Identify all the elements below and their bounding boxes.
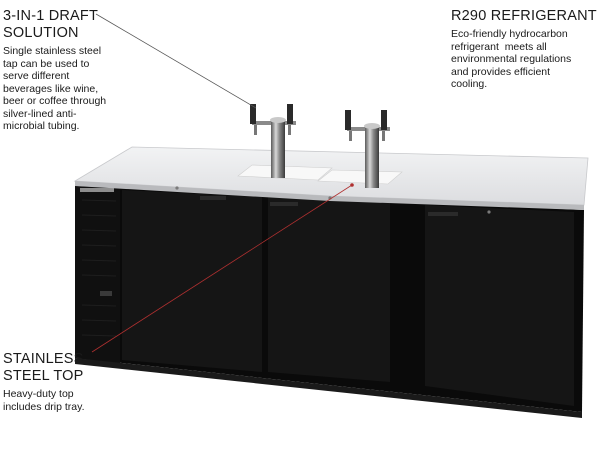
callout-draft-solution: 3-IN-1 DRAFT SOLUTION Single stainless s… [3,8,133,133]
desc-line: silver-lined anti- [3,107,77,120]
tap-handle [250,104,256,124]
tap-handle [287,104,293,124]
tap-handle [381,110,387,130]
desc-line: Eco-friendly hydrocarbon [451,28,568,40]
desc-line: beverages like wine, [3,82,99,95]
draft-tower-left [250,104,296,178]
callout-title: R290 REFRIGERANT [451,8,597,24]
desc-line: tap can be used to [3,57,90,70]
callout-description: Single stainless steel tap can be used t… [3,45,133,133]
callout-title-line: STEEL TOP [3,368,84,384]
control-panel [100,291,112,296]
door-right [425,205,574,406]
tap-handle [345,110,351,130]
callout-title-line: 3-IN-1 DRAFT [3,8,99,24]
desc-line: beer or coffee through [3,95,107,107]
callout-description: Heavy-duty top includes drip tray. [3,388,123,413]
draft-tower-right [345,110,390,188]
callout-description: Eco-friendly hydrocarbon refrigerant mee… [451,28,599,91]
leader-line-top [91,184,353,353]
door-handle-middle [270,202,298,206]
drip-tray-right [317,169,403,185]
cabinet [75,186,584,418]
door-left [122,190,262,372]
door-middle [268,197,390,382]
callout-refrigerant: R290 REFRIGERANT Eco-friendly hydrocarbo… [451,8,599,91]
callout-stainless-top: STAINLESS STEEL TOP Heavy-duty top inclu… [3,351,123,413]
side-vent [81,199,117,337]
callout-title: 3-IN-1 DRAFT SOLUTION [3,8,133,42]
desc-line: includes drip tray. [3,400,85,413]
desc-line: and provides efficient [451,65,551,78]
desc-line: Heavy-duty top [3,388,74,400]
callout-title-line: STAINLESS [3,351,84,367]
leader-dot [350,183,354,187]
desc-line: Single stainless steel [3,45,102,57]
brand-plate [80,188,114,192]
desc-line: environmental regulations [451,53,572,65]
callout-title-line: SOLUTION [3,25,79,41]
desc-line: microbial tubing. [3,120,80,132]
desc-line: refrigerant meets all [451,40,547,53]
door-handle-left [200,196,226,200]
desc-line: serve different [3,70,70,82]
desc-line: cooling. [451,78,488,90]
callout-title: STAINLESS STEEL TOP [3,351,123,385]
door-handle-right [428,212,458,216]
leader-line-draft [95,13,257,109]
